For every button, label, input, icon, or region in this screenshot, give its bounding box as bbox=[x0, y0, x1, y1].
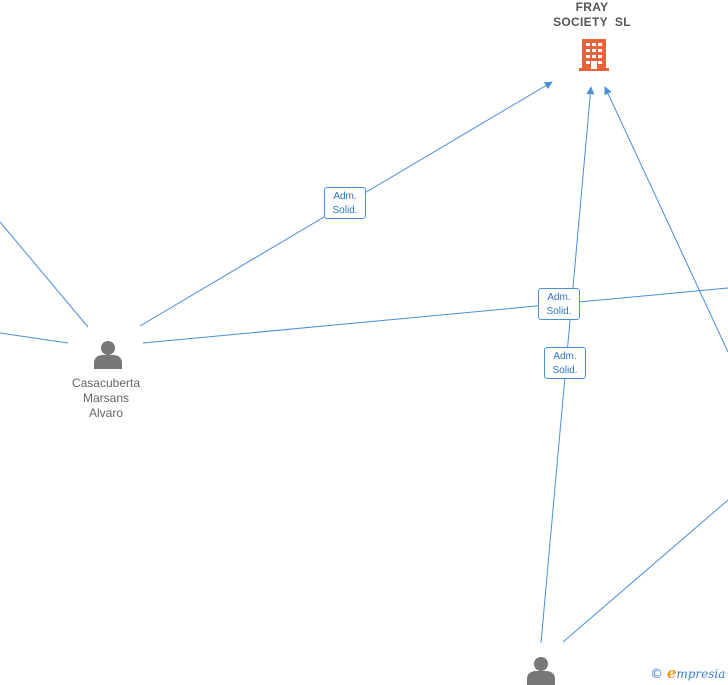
person-name-line2: Marsans bbox=[82, 391, 129, 405]
edge-label-line2: Solid. bbox=[332, 205, 358, 216]
edge-label-badge[interactable]: Adm. Solid. bbox=[538, 288, 580, 320]
empresia-watermark: © empresia bbox=[650, 664, 725, 682]
company-name[interactable]: FRAY SOCIETY SL bbox=[532, 0, 652, 30]
edge-line-offscreen-casacuberta-left bbox=[0, 332, 69, 344]
edge-label-line1: Adm. bbox=[547, 292, 571, 303]
copyright-symbol: © bbox=[650, 667, 663, 682]
edge-line-casacuberta-to-right bbox=[142, 287, 728, 344]
edge-label-badge[interactable]: Adm. Solid. bbox=[324, 187, 366, 219]
person-name-line1: Casacuberta bbox=[71, 376, 141, 390]
building-icon[interactable] bbox=[579, 39, 609, 71]
edge-label-line1: Adm. bbox=[333, 191, 357, 202]
edge-label-line1: Adm. bbox=[553, 351, 577, 362]
edge-label-line2: Solid. bbox=[546, 306, 572, 317]
person-name-line3: Alvaro bbox=[88, 406, 123, 420]
brand-name: mpresia bbox=[676, 667, 726, 681]
person-icon[interactable] bbox=[94, 341, 122, 369]
edge-line-bottom-person-to-right bbox=[562, 499, 728, 643]
company-name-line2: SOCIETY SL bbox=[553, 15, 631, 29]
edge-label-badge[interactable]: Adm. Solid. bbox=[544, 347, 586, 379]
edge-label-line2: Solid. bbox=[552, 365, 578, 376]
brand-initial: e bbox=[666, 664, 677, 682]
edge-line-offscreen-casacuberta-top bbox=[0, 221, 89, 328]
person-icon[interactable] bbox=[527, 657, 555, 685]
person-name-casacuberta[interactable]: Casacuberta Marsans Alvaro bbox=[56, 376, 156, 421]
company-name-line1: FRAY bbox=[575, 0, 609, 14]
edge-line-right-to-company bbox=[604, 86, 728, 353]
